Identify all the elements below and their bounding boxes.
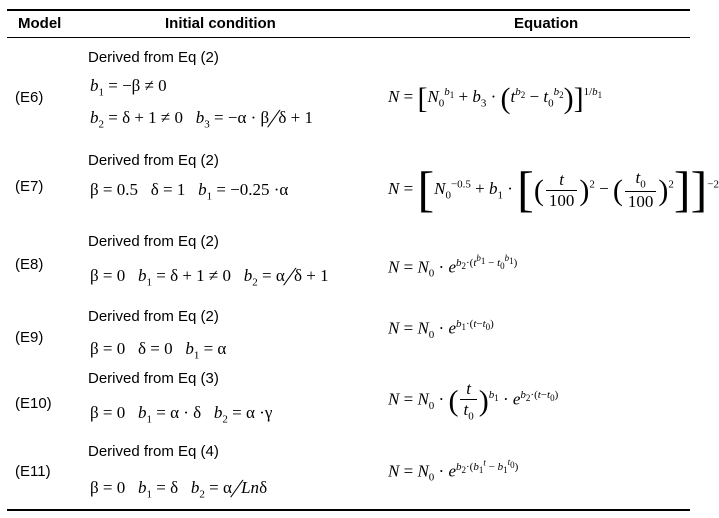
condition-e6-line1: b1 = −β ≠ 0 [90, 76, 167, 99]
condition-e10: β = 0 b1 = α · δ b2 = α ·γ [90, 403, 273, 426]
model-e8: (E8) [15, 256, 44, 273]
condition-e8: β = 0 b1 = δ + 1 ≠ 0 b2 = α/δ + 1 [90, 262, 329, 291]
derived-e9: Derived from Eq (2) [88, 308, 219, 325]
derived-e10: Derived from Eq (3) [88, 370, 219, 387]
header-model: Model [18, 15, 62, 32]
derived-e8: Derived from Eq (2) [88, 233, 219, 250]
table-top-rule [7, 9, 690, 11]
model-e6: (E6) [15, 89, 44, 106]
header-initial-condition: Initial condition [165, 15, 276, 32]
condition-e11: β = 0 b1 = δ b2 = α/Lnδ [90, 474, 268, 503]
model-e11: (E11) [15, 463, 51, 480]
equation-e6: N = [N0b1 + b3 · (tb2 − t0b2)]1/b1 [388, 82, 603, 115]
header-rule [7, 37, 690, 38]
equation-e9: N = N0 · eb1·(t−t0) [388, 318, 494, 342]
condition-e7: β = 0.5 δ = 1 b1 = −0.25 ·α [90, 180, 289, 203]
model-e7: (E7) [15, 178, 44, 195]
condition-e9: β = 0 δ = 0 b1 = α [90, 339, 227, 362]
equation-e8: N = N0 · eb2·(tb1 − t0b1) [388, 253, 518, 280]
equations-table: Model Initial condition Equation (E6) De… [7, 9, 719, 511]
derived-e7: Derived from Eq (2) [88, 152, 219, 169]
derived-e11: Derived from Eq (4) [88, 443, 219, 460]
condition-e6-line2: b2 = δ + 1 ≠ 0 b3 = −α · β/δ + 1 [90, 104, 314, 133]
derived-e6: Derived from Eq (2) [88, 49, 219, 66]
equation-e11: N = N0 · eb2·(b1t − b1t0) [388, 457, 519, 484]
model-e9: (E9) [15, 329, 44, 346]
header-equation: Equation [514, 15, 579, 32]
table-bottom-rule [7, 509, 690, 511]
model-e10: (E10) [15, 395, 52, 412]
